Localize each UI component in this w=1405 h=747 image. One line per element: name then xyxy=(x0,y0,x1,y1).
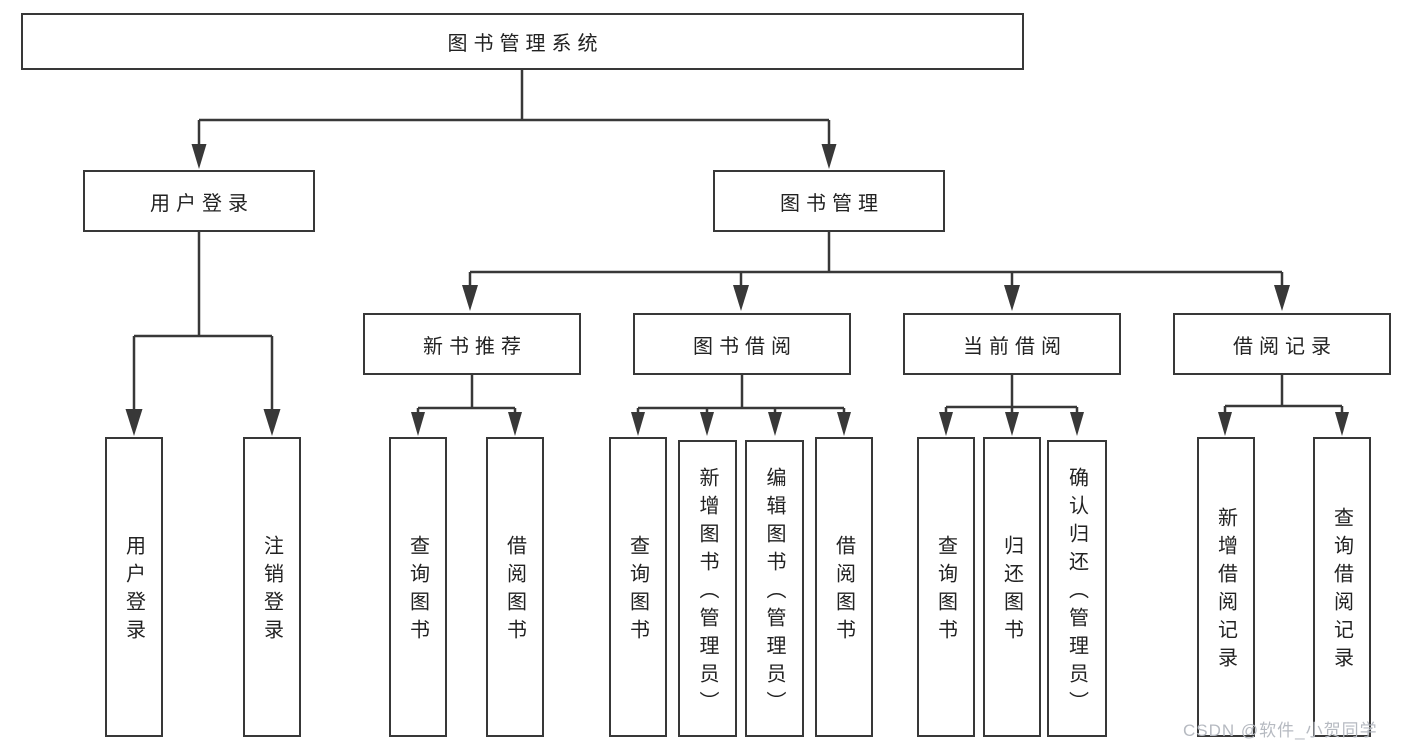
leaf-query-books: 查询图书 xyxy=(917,437,975,737)
node-label: 新增借阅记录 xyxy=(1214,507,1237,675)
leaf-logout: 注销登录 xyxy=(243,437,301,737)
connector-book-borrow-to-children xyxy=(631,375,851,436)
leaf-add-books-admin: 新增图书（管理员） xyxy=(678,440,737,737)
node-label: 查询借阅记录 xyxy=(1330,507,1353,675)
node-book-borrow: 图书借阅 xyxy=(633,313,851,375)
leaf-borrow-books: 借阅图书 xyxy=(815,437,873,737)
node-current-borrow: 当前借阅 xyxy=(903,313,1121,375)
leaf-query-borrow-record: 查询借阅记录 xyxy=(1313,437,1371,737)
node-label: 编辑图书（管理员） xyxy=(763,466,785,719)
node-label: 图书管理 xyxy=(780,192,884,215)
node-label: 新书推荐 xyxy=(423,335,527,358)
node-label: 归还图书 xyxy=(1000,535,1023,647)
node-label: 借阅图书 xyxy=(503,535,526,647)
node-label: 借阅记录 xyxy=(1233,335,1337,358)
connector-root-to-branches xyxy=(191,70,837,169)
node-label: 注销登录 xyxy=(260,535,283,647)
node-book-management-branch: 图书管理 xyxy=(713,170,945,232)
node-label: 查询图书 xyxy=(406,535,429,647)
node-label: 用户登录 xyxy=(122,535,145,647)
node-root-system: 图书管理系统 xyxy=(21,13,1024,70)
connector-user-login-to-children xyxy=(125,232,281,436)
connector-borrow-records-to-children xyxy=(1218,375,1349,436)
node-user-login-branch: 用户登录 xyxy=(83,170,315,232)
leaf-query-books: 查询图书 xyxy=(389,437,447,737)
node-label: 图书管理系统 xyxy=(447,33,604,55)
leaf-add-borrow-record: 新增借阅记录 xyxy=(1197,437,1255,737)
node-label: 用户登录 xyxy=(150,192,254,215)
node-label: 新增图书（管理员） xyxy=(696,466,718,719)
csdn-watermark: CSDN @软件_小贺同学 xyxy=(1183,721,1378,740)
node-label: 图书借阅 xyxy=(693,335,797,358)
leaf-confirm-return-admin: 确认归还（管理员） xyxy=(1047,440,1107,737)
connector-new-book-recommend-to-children xyxy=(411,375,522,436)
node-new-book-recommend: 新书推荐 xyxy=(363,313,581,375)
node-borrow-records: 借阅记录 xyxy=(1173,313,1391,375)
leaf-query-books: 查询图书 xyxy=(609,437,667,737)
leaf-borrow-books: 借阅图书 xyxy=(486,437,544,737)
node-label: 借阅图书 xyxy=(832,535,855,647)
leaf-user-login: 用户登录 xyxy=(105,437,163,737)
leaf-edit-books-admin: 编辑图书（管理员） xyxy=(745,440,804,737)
node-label: 查询图书 xyxy=(626,535,649,647)
connector-current-borrow-to-children xyxy=(939,375,1084,436)
leaf-return-books: 归还图书 xyxy=(983,437,1041,737)
connector-book-management-to-groups xyxy=(462,232,1290,311)
node-label: 查询图书 xyxy=(934,535,957,647)
node-label: 确认归还（管理员） xyxy=(1065,466,1088,719)
node-label: 当前借阅 xyxy=(963,335,1067,358)
